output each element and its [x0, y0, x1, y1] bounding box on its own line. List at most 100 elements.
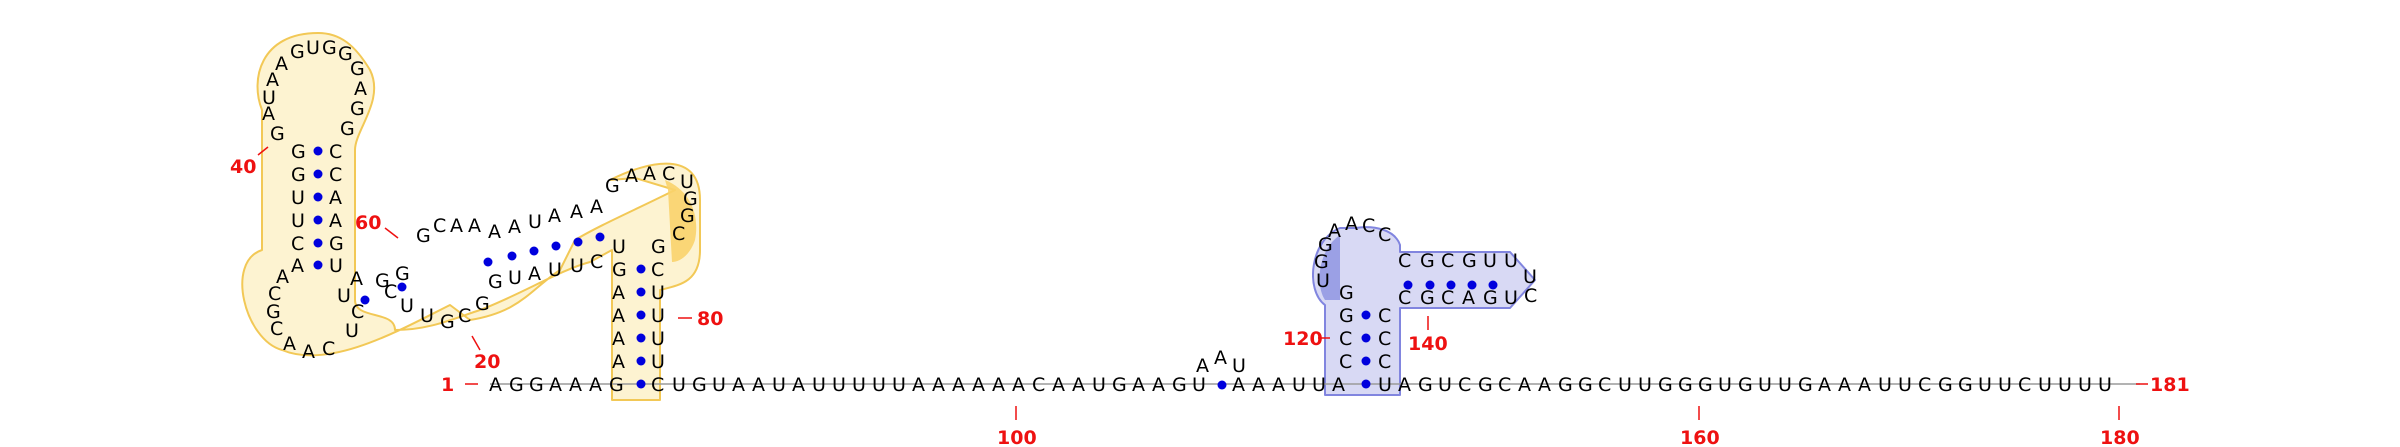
nucleotide: G [322, 37, 337, 59]
nucleotide: G [270, 123, 285, 145]
nucleotide: U [852, 374, 866, 396]
nucleotide: G [1478, 374, 1493, 396]
nucleotide: A [590, 196, 603, 218]
nucleotide: C [2018, 374, 2031, 396]
nucleotide: A [792, 374, 805, 396]
nucleotide: G [1318, 234, 1333, 256]
nucleotide: U [570, 255, 584, 277]
nucleotide: C [1378, 328, 1391, 350]
label-80: 80 [697, 308, 723, 330]
nucleotide: U [612, 236, 626, 258]
nucleotide: A [302, 341, 315, 363]
nucleotide: G [291, 141, 306, 163]
nucleotide: A [1152, 374, 1165, 396]
nucleotide: G [683, 188, 698, 210]
nucleotide: A [1232, 374, 1245, 396]
nucleotide: G [1558, 374, 1573, 396]
nucleotide: G [290, 41, 305, 63]
five-prime-leader: A G G A A A G [489, 374, 624, 396]
nucleotide: C [1441, 287, 1454, 309]
right-domain: C C G G U C C C U G G A A C C C G C G U … [1314, 213, 1537, 396]
nucleotide: U [420, 305, 434, 327]
nucleotide: A [450, 215, 463, 237]
nucleotide: U [872, 374, 886, 396]
nucleotide: G [1172, 374, 1187, 396]
nucleotide: U [651, 351, 665, 373]
nucleotide: C [329, 141, 342, 163]
nucleotide: A [612, 305, 625, 327]
nucleotide: A [329, 210, 342, 232]
nucleotide: U [291, 187, 305, 209]
nucleotide: A [1072, 374, 1085, 396]
nucleotide: A [570, 201, 583, 223]
position-labels: 1 20 40 60 80 100 120 140 160 180 181 [230, 146, 2190, 447]
nucleotide: U [1878, 374, 1892, 396]
nucleotide: G [375, 270, 390, 292]
nucleotide: C [1398, 287, 1411, 309]
nucleotide: U [1778, 374, 1792, 396]
nucleotide: C [1458, 374, 1471, 396]
nucleotide: U [1504, 287, 1518, 309]
nucleotide: A [1052, 374, 1065, 396]
nucleotide: G [395, 263, 410, 285]
nucleotide: A [612, 282, 625, 304]
nucleotide: C [291, 233, 304, 255]
nucleotide: A [276, 266, 289, 288]
nucleotide: U [306, 37, 320, 59]
nucleotide: C [1378, 305, 1391, 327]
nucleotide: A [329, 187, 342, 209]
nucleotide: A [528, 263, 541, 285]
nucleotide: U [1092, 374, 1106, 396]
nucleotide: U [2058, 374, 2072, 396]
nucleotide: C [1339, 328, 1352, 350]
nucleotide: C [458, 305, 471, 327]
nucleotide: A [1132, 374, 1145, 396]
nucleotide: A [625, 165, 638, 187]
nucleotide: U [812, 374, 826, 396]
nucleotide: A [643, 163, 656, 185]
nucleotide: U [1638, 374, 1652, 396]
left-domain: A A A A G U C U U U U C G C G G U C A A … [262, 37, 698, 396]
nucleotide: G [1112, 374, 1127, 396]
nucleotide: U [1523, 266, 1537, 288]
label-120: 120 [1283, 328, 1323, 350]
nucleotide: G [692, 374, 707, 396]
nucleotide: G [1578, 374, 1593, 396]
nucleotide: C [1339, 351, 1352, 373]
nucleotide: G [350, 98, 365, 120]
nucleotide: A [1214, 347, 1227, 369]
nucleotide: U [1312, 374, 1326, 396]
nucleotide: G [1420, 287, 1435, 309]
nucleotide: U [262, 87, 276, 109]
nucleotide: C [1398, 250, 1411, 272]
nucleotide: G [1738, 374, 1753, 396]
nucleotide: G [1483, 287, 1498, 309]
nucleotide: A [1332, 374, 1345, 396]
nucleotide: G [338, 43, 353, 65]
nucleotide: U [651, 282, 665, 304]
label-60: 60 [355, 212, 381, 234]
label-160: 160 [1680, 427, 1720, 447]
nucleotide: C [651, 374, 664, 396]
nucleotide: G [509, 374, 524, 396]
nucleotide: G [1698, 374, 1713, 396]
nucleotide: G [350, 58, 365, 80]
nucleotide: A [549, 374, 562, 396]
nucleotide: C [270, 318, 283, 340]
nucleotide: G [1314, 251, 1329, 273]
nucleotide: G [340, 118, 355, 140]
nucleotide: U [1898, 374, 1912, 396]
nucleotide: U [1504, 250, 1518, 272]
nucleotide: A [589, 374, 602, 396]
nucleotide: G [266, 301, 281, 323]
nucleotide: U [672, 374, 686, 396]
nucleotide: G [1678, 374, 1693, 396]
nucleotide: G [1938, 374, 1953, 396]
nucleotide: A [1196, 355, 1209, 377]
nucleotide: G [329, 233, 344, 255]
nucleotide: U [772, 374, 786, 396]
nucleotide: C [662, 163, 675, 185]
nucleotide: A [612, 328, 625, 350]
nucleotide: U [2078, 374, 2092, 396]
